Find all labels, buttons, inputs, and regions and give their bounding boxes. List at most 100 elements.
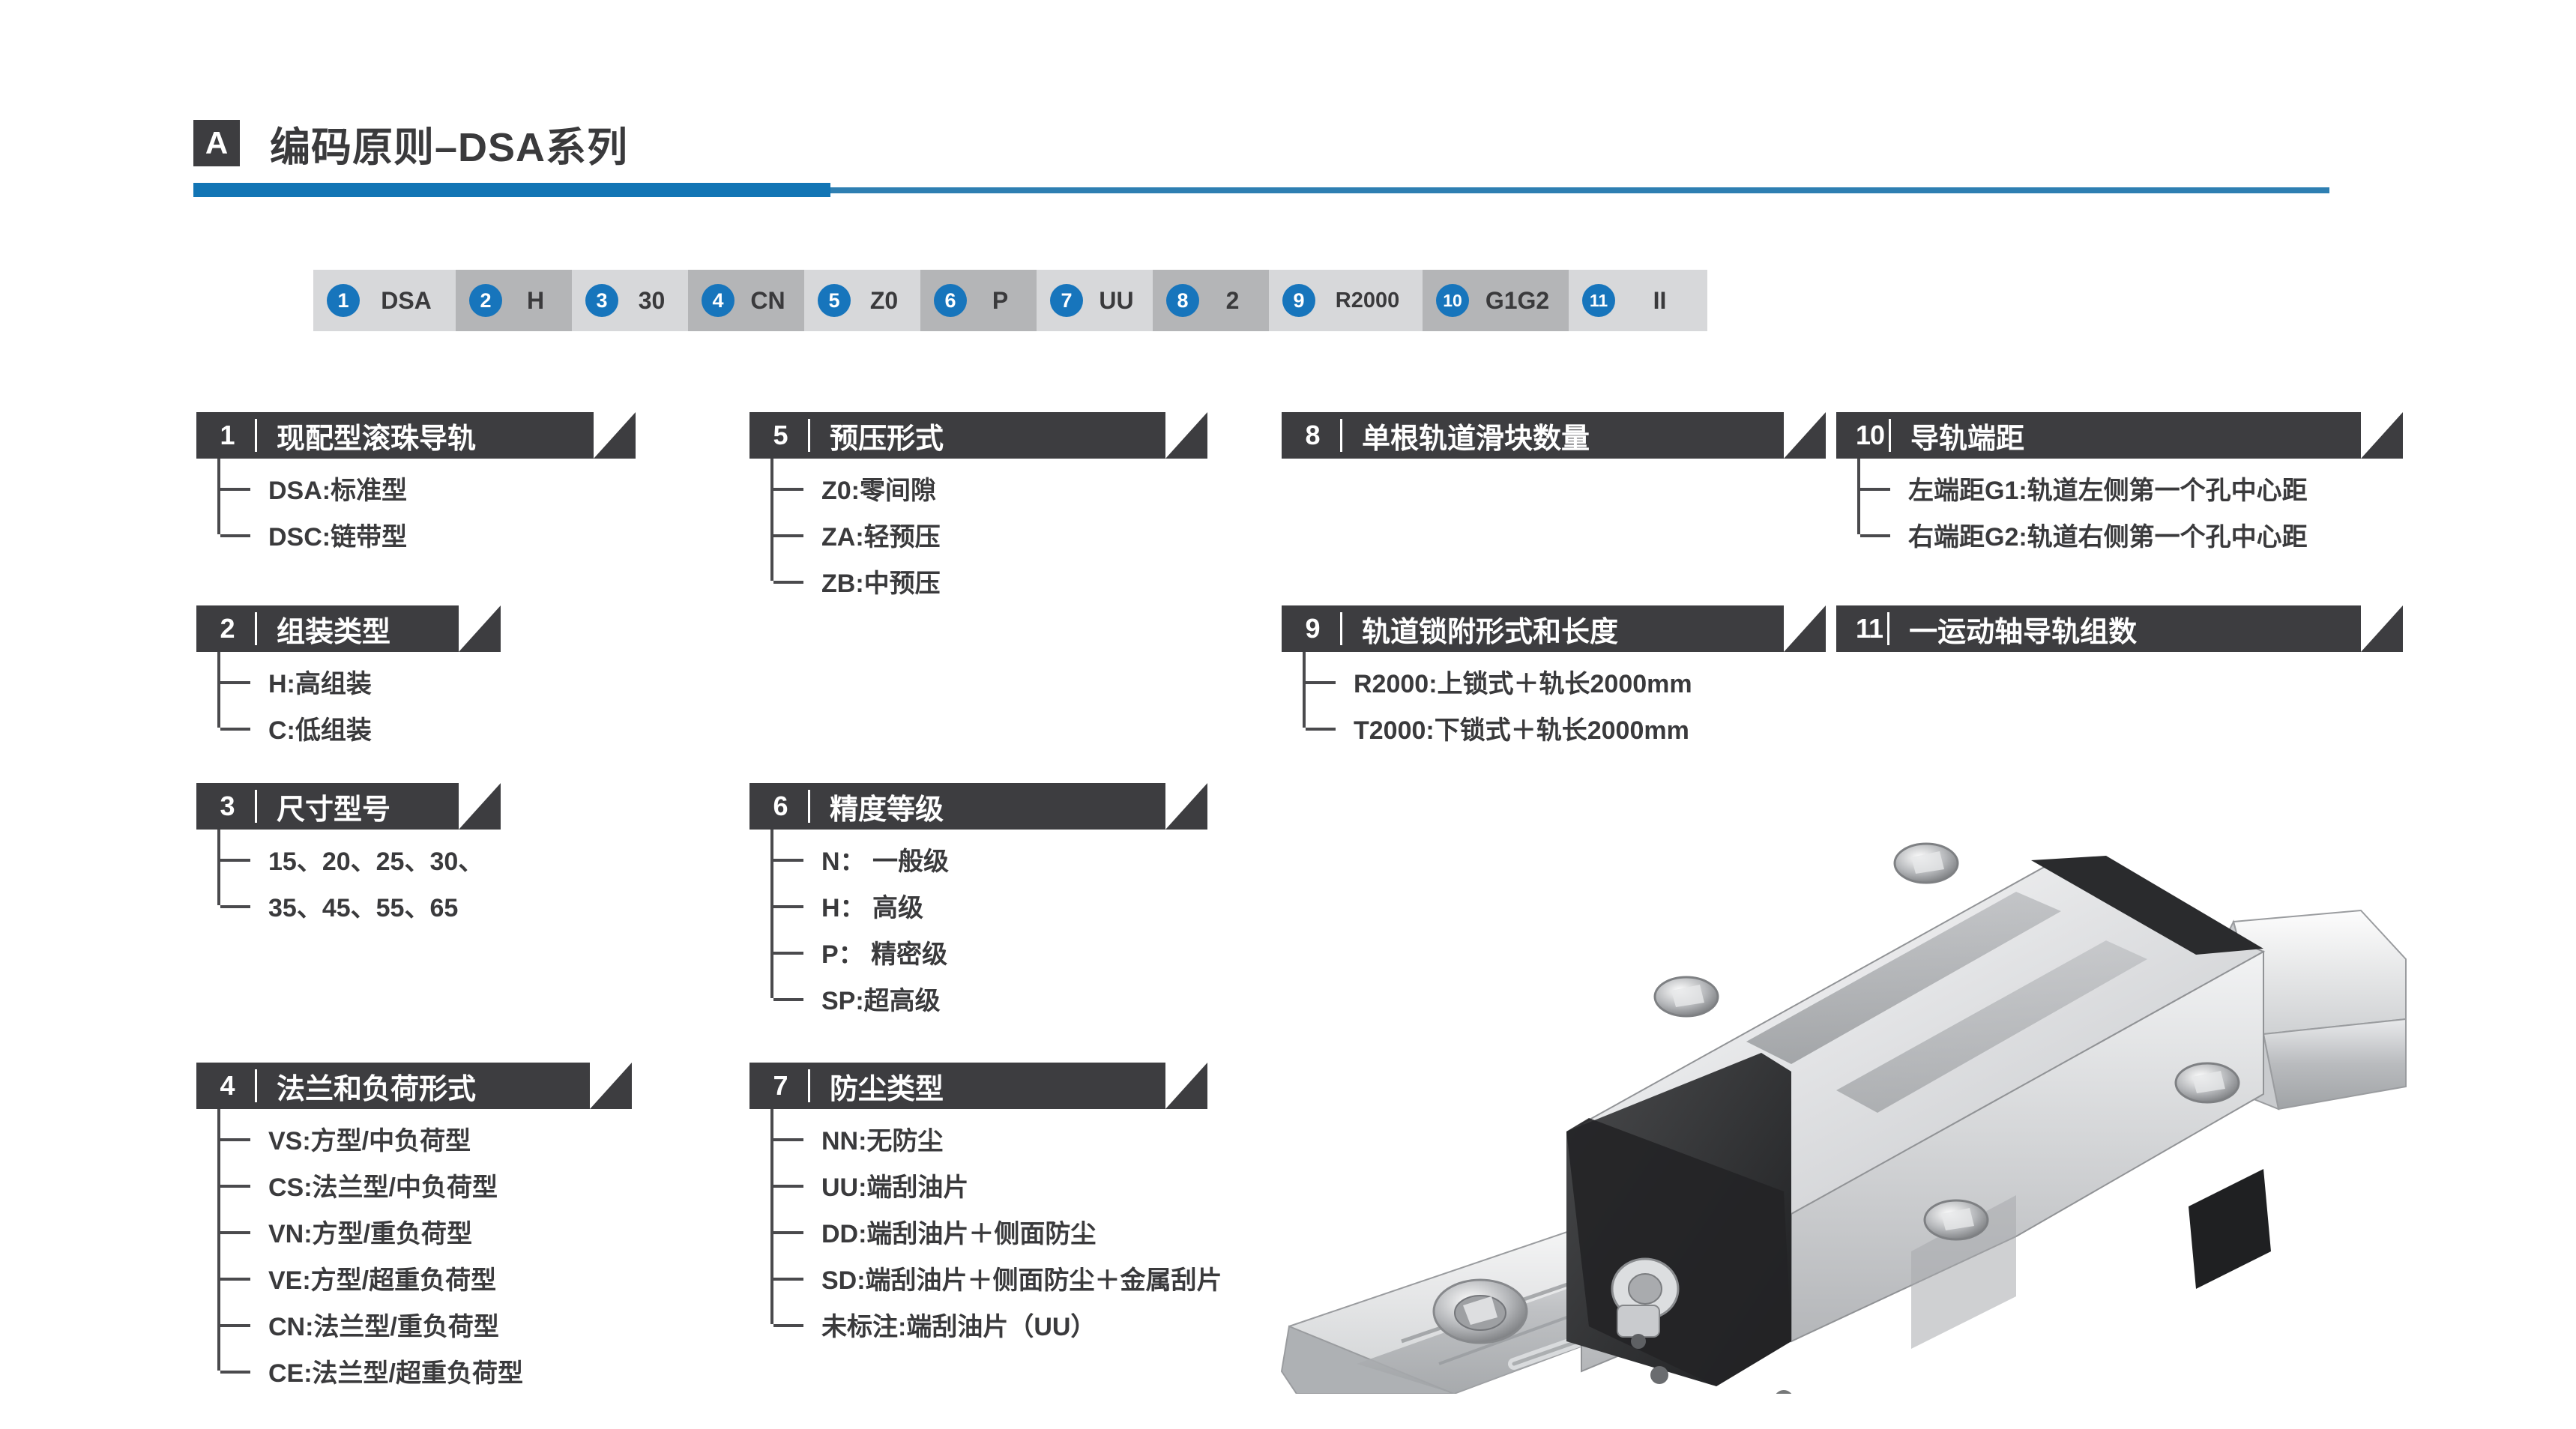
spec-item: CS:法兰型/中负荷型 <box>220 1161 590 1208</box>
spec-title-10: 导轨端距 <box>1910 423 2025 455</box>
spec-divider <box>255 1069 257 1102</box>
spec-item: VN:方型/重负荷型 <box>220 1208 590 1254</box>
code-value-11: II <box>1653 286 1667 314</box>
code-cell-3: 3 30 <box>572 270 688 331</box>
code-cell-5: 5 Z0 <box>804 270 920 331</box>
code-value-5: Z0 <box>869 286 899 314</box>
spec-number-6: 6 <box>773 791 788 821</box>
spec-item: CN:法兰型/重负荷型 <box>220 1301 590 1347</box>
page-header: A 编码原则–DSA系列 <box>193 112 2329 197</box>
spec-number-1: 1 <box>220 420 235 450</box>
code-badge-9: 9 <box>1282 284 1315 317</box>
spec-title-5: 预压形式 <box>830 423 944 455</box>
spec-header-3: 3 尺寸型号 <box>196 783 501 830</box>
code-badge-6: 6 <box>934 284 967 317</box>
spec-divider <box>1340 419 1342 452</box>
spec-item: H:高组装 <box>220 658 459 704</box>
code-badge-5: 5 <box>818 284 851 317</box>
code-badge-11: 11 <box>1582 284 1615 317</box>
linear-guide-rail-product-photo <box>1267 772 2436 1410</box>
spec-divider <box>808 790 810 823</box>
code-badge-7: 7 <box>1050 284 1083 317</box>
title-rule-thick <box>193 183 830 197</box>
spec-number-10: 10 <box>1856 420 1885 450</box>
spec-title-9: 轨道锁附形式和长度 <box>1362 616 1619 648</box>
spec-title-8: 单根轨道滑块数量 <box>1362 423 1590 455</box>
spec-header-2: 2 组装类型 <box>196 605 501 652</box>
code-cell-11: 11 II <box>1569 270 1707 331</box>
code-value-2: H <box>526 286 545 314</box>
spec-number-5: 5 <box>773 420 788 450</box>
page-title: 编码原则–DSA系列 <box>270 124 629 170</box>
spec-item: T2000:下锁式＋轨长2000mm <box>1303 704 1784 901</box>
code-badge-1: 1 <box>327 284 360 317</box>
spec-item-list-10: 左端距G1:轨道左侧第一个孔中心距右端距G2:轨道右侧第一个孔中心距 <box>1836 459 2361 707</box>
spec-item-list-3: 15、20、25、30、35、45、55、65 <box>196 830 483 1078</box>
spec-item: VS:方型/中负荷型 <box>220 1115 590 1161</box>
spec-header-6: 6 精度等级 <box>749 783 1207 830</box>
spec-number-8: 8 <box>1305 420 1320 450</box>
spec-item: SD:端刮油片＋侧面防尘＋金属刮片 <box>773 1254 1222 1301</box>
spec-header-5: 5 预压形式 <box>749 412 1207 459</box>
spec-item: N： 一般级 <box>773 836 1165 882</box>
title-rule-thin <box>830 187 2329 193</box>
code-value-1: DSA <box>381 286 432 314</box>
code-badge-8: 8 <box>1166 284 1199 317</box>
spec-item: H： 高级 <box>773 882 1165 928</box>
spec-title-6: 精度等级 <box>830 794 944 826</box>
spec-divider <box>808 1069 810 1102</box>
spec-item: DSC:链带型 <box>217 511 594 707</box>
spec-number-2: 2 <box>220 613 235 644</box>
code-badge-3: 3 <box>585 284 618 317</box>
spec-item: 35、45、55、65 <box>217 882 459 1078</box>
spec-section-10: 10 导轨端距左端距G1:轨道左侧第一个孔中心距右端距G2:轨道右侧第一个孔中心距 <box>1836 412 2403 707</box>
code-value-8: 2 <box>1225 286 1240 314</box>
spec-section-3: 3 尺寸型号 15、20、25、30、35、45、55、65 <box>196 783 501 1078</box>
code-cell-1: 1 DSA <box>313 270 456 331</box>
spec-header-8: 8 单根轨道滑块数量 <box>1282 412 1826 459</box>
spec-item: P： 精密级 <box>773 928 1165 975</box>
spec-item: UU:端刮油片 <box>773 1161 1165 1208</box>
spec-item: 15、20、25、30、 <box>220 836 483 882</box>
spec-item: VE:方型/超重负荷型 <box>220 1254 590 1301</box>
spec-item: ZB:中预压 <box>770 558 1165 754</box>
code-badge-4: 4 <box>702 284 735 317</box>
spec-divider <box>255 790 257 823</box>
spec-item: Z0:零间隙 <box>773 465 1165 511</box>
spec-title-1: 现配型滚珠导轨 <box>277 423 477 455</box>
spec-number-3: 3 <box>220 791 235 821</box>
title-row: A 编码原则–DSA系列 <box>193 112 628 174</box>
code-badge-2: 2 <box>469 284 502 317</box>
code-value-3: 30 <box>638 286 666 314</box>
spec-title-2: 组装类型 <box>277 616 391 648</box>
spec-title-3: 尺寸型号 <box>277 794 391 826</box>
spec-item: 左端距G1:轨道左侧第一个孔中心距 <box>1860 465 2361 511</box>
spec-divider <box>255 419 257 452</box>
spec-number-11: 11 <box>1856 613 1883 644</box>
spec-item: SP:超高级 <box>770 975 1165 1171</box>
code-value-6: P <box>992 286 1009 314</box>
spec-title-4: 法兰和负荷形式 <box>277 1073 477 1105</box>
spec-item: DD:端刮油片＋侧面防尘 <box>773 1208 1165 1254</box>
spec-item: R2000:上锁式＋轨长2000mm <box>1306 658 1784 704</box>
spec-divider <box>1889 419 1892 452</box>
